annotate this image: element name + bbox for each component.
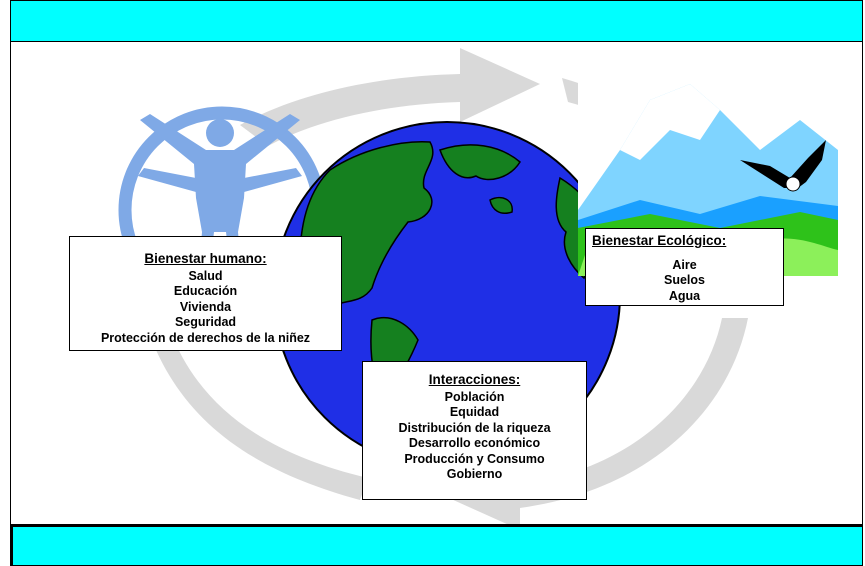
top-band — [10, 0, 863, 42]
list-item: Desarrollo económico — [408, 436, 541, 450]
human-wellbeing-box: Bienestar humano: Salud Educación Vivien… — [69, 236, 342, 351]
list-item: Producción y Consumo — [404, 451, 545, 466]
list-item: Salud — [188, 268, 223, 283]
list-item: Seguridad — [174, 315, 237, 329]
human-wellbeing-list: Salud Educación Vivienda Seguridad Prote… — [70, 269, 341, 347]
eagle-icon — [740, 140, 826, 192]
list-item: Protección de derechos de la niñez — [100, 330, 311, 345]
list-item: Población — [444, 389, 505, 404]
list-item: Agua — [668, 288, 701, 303]
bottom-band — [10, 524, 863, 566]
frame-right-line — [862, 0, 863, 566]
ecological-wellbeing-list: Aire Suelos Agua — [586, 258, 783, 305]
list-item: Distribución de la riqueza — [398, 420, 551, 435]
interactions-list: Población Equidad Distribución de la riq… — [363, 390, 586, 483]
human-wellbeing-title: Bienestar humano: — [144, 251, 267, 266]
list-item: Suelos — [664, 273, 705, 287]
ecological-wellbeing-title: Bienestar Ecológico: — [592, 233, 727, 248]
list-item: Aire — [672, 257, 697, 272]
list-item: Educación — [173, 284, 238, 298]
cycle-arrow-top — [240, 48, 540, 146]
list-item: Vivienda — [179, 299, 232, 314]
interactions-box: Interacciones: Población Equidad Distrib… — [362, 361, 587, 500]
ecological-wellbeing-box: Bienestar Ecológico: Aire Suelos Agua — [585, 228, 784, 306]
list-item: Equidad — [449, 405, 500, 419]
interactions-title: Interacciones: — [428, 372, 521, 387]
list-item: Gobierno — [446, 467, 503, 481]
frame-left-line — [10, 0, 11, 566]
